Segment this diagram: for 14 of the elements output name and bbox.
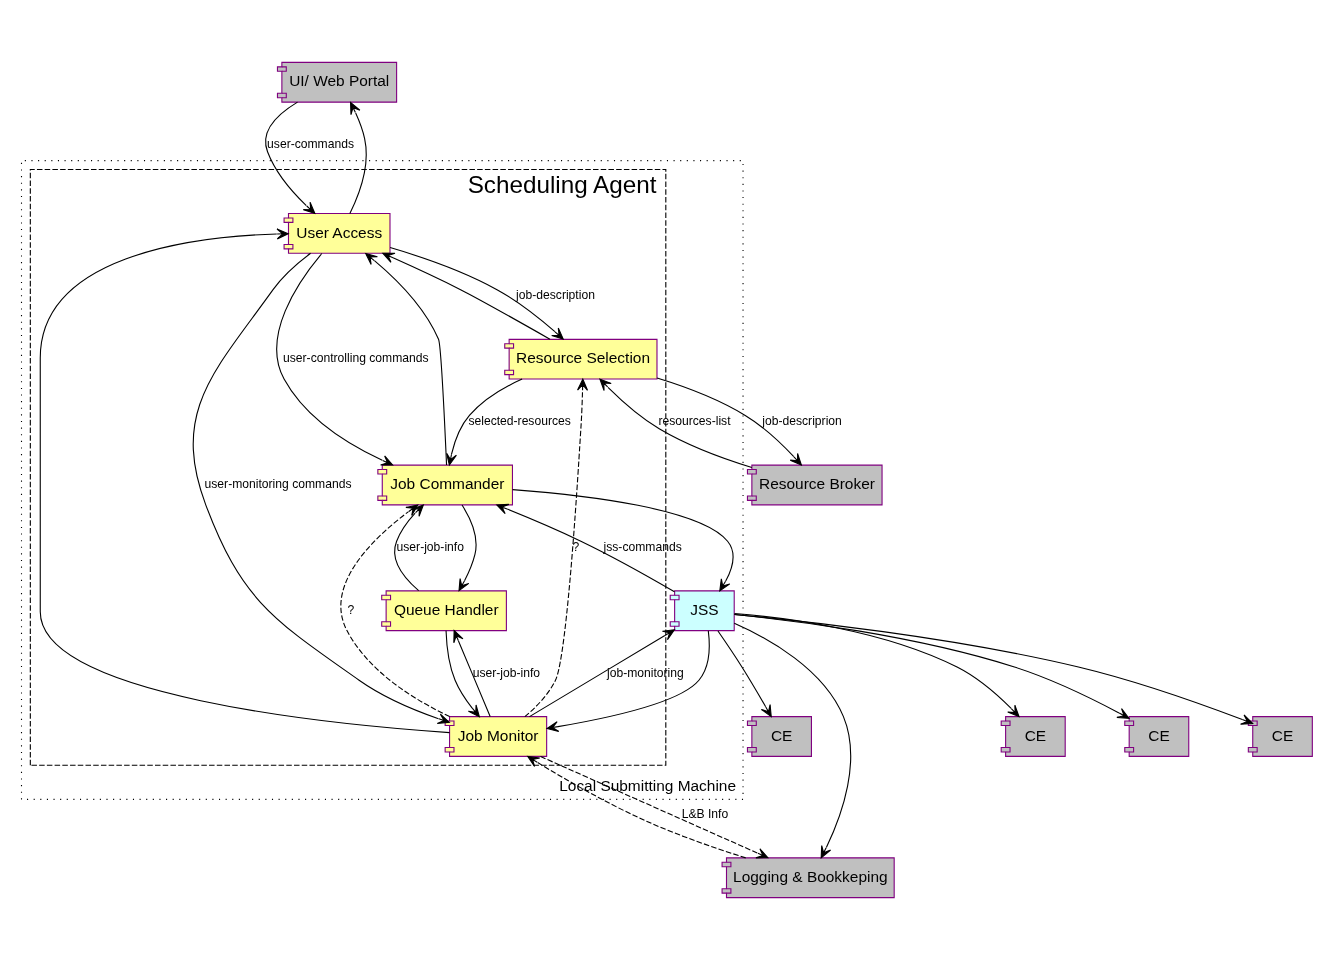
edge-label: job-monitoring — [606, 665, 684, 680]
edge-label: resources-list — [658, 414, 731, 429]
edge-label: user-job-info — [396, 539, 464, 554]
edge-label: job-descriprion — [762, 414, 842, 429]
edge-label: jss-commands — [603, 539, 682, 554]
edge-label: user-job-info — [472, 665, 541, 680]
edge-label: selected-resources — [468, 414, 571, 429]
edge-label: user-monitoring commands — [204, 477, 352, 492]
edge-label: ? — [347, 602, 355, 617]
edge-label: ? — [572, 539, 580, 554]
edge-label: user-commands — [267, 137, 355, 152]
edge-label: L&B Info — [681, 806, 729, 821]
edge-label: user-controlling commands — [283, 351, 429, 366]
edge-label: job-description — [516, 288, 595, 303]
